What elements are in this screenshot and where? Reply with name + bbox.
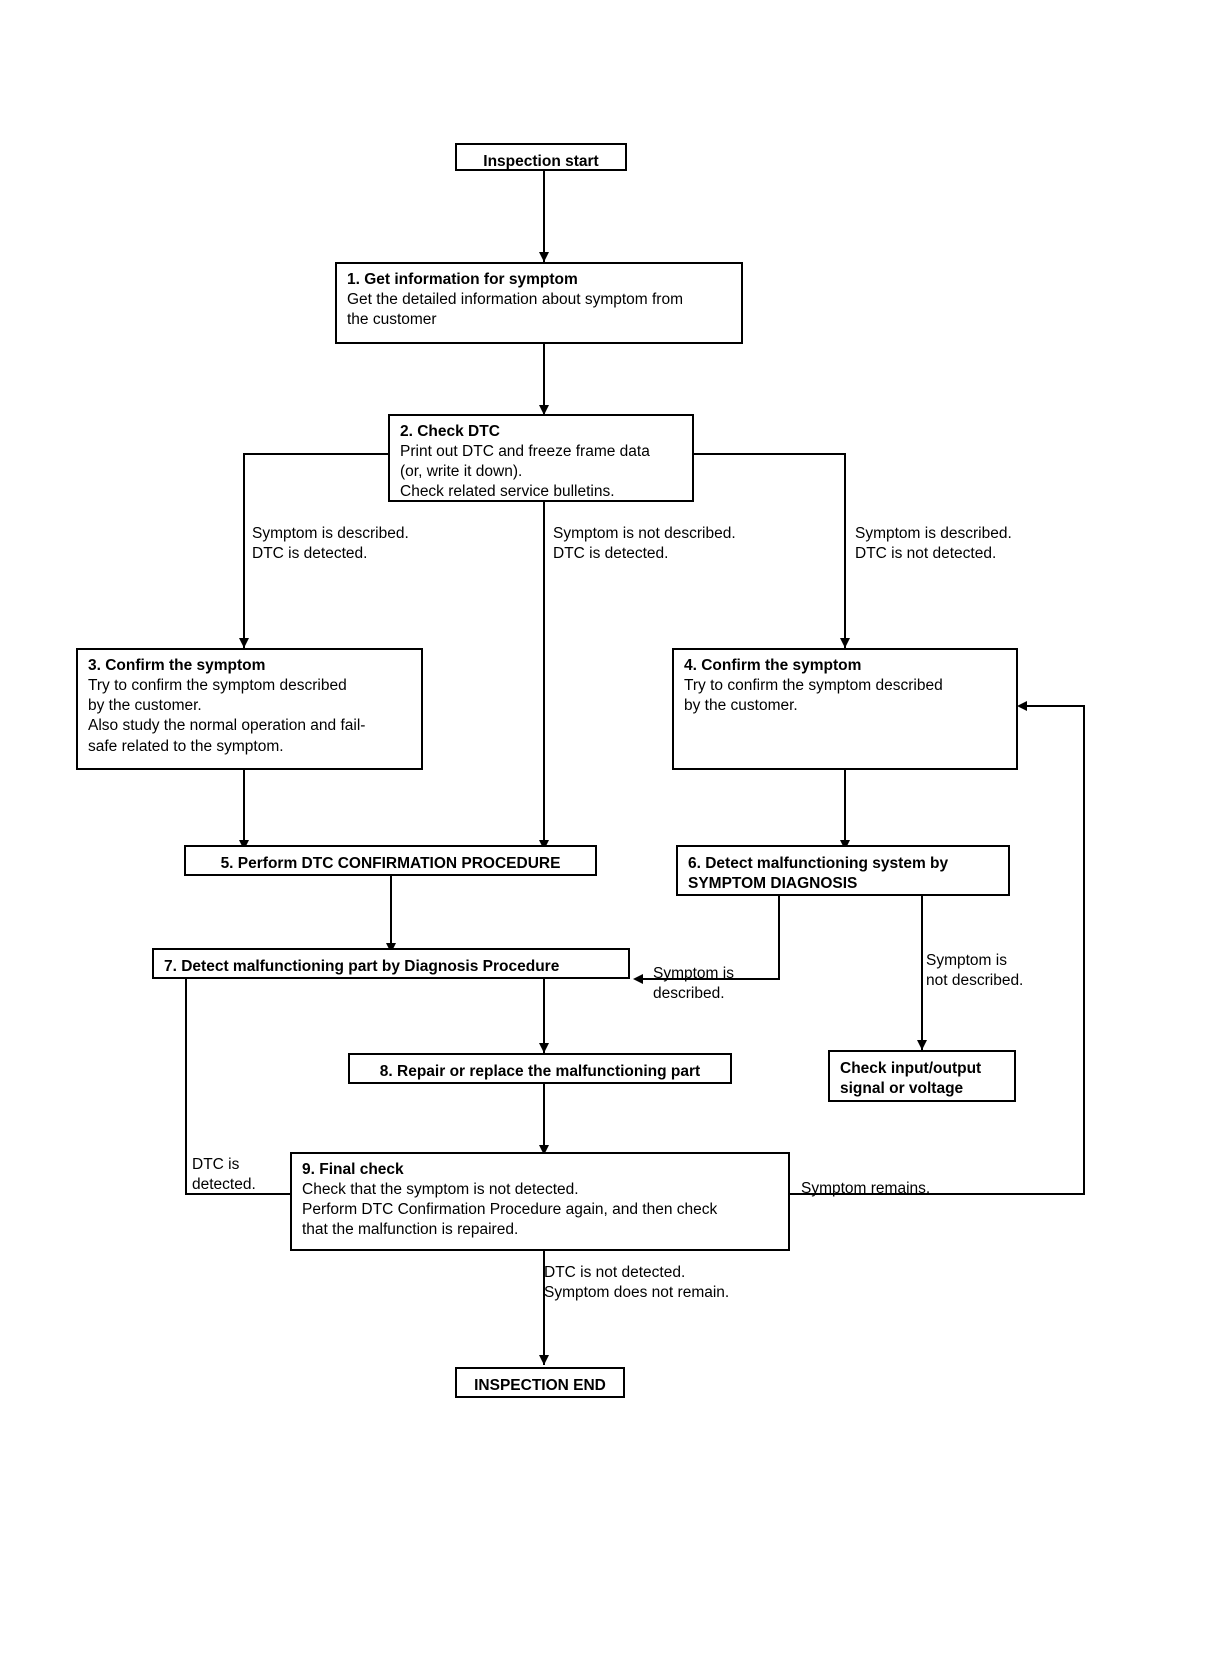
- node-inspection-start-label: Inspection start: [483, 153, 599, 170]
- connector-step9-right-horizontal: [789, 1193, 1085, 1195]
- connector-step2-mid-branch: [543, 500, 545, 850]
- node-step-1[interactable]: 1. Get information for symptom Get the d…: [335, 262, 743, 344]
- node-step-8-title: 8. Repair or replace the malfunctioning …: [379, 1063, 701, 1080]
- node-step-5[interactable]: 5. Perform DTC CONFIRMATION PROCEDURE: [184, 845, 597, 876]
- node-step-4[interactable]: 4. Confirm the symptom Try to confirm th…: [672, 648, 1018, 770]
- arrow-step7-to-step8: [539, 1043, 549, 1053]
- node-step-9-body: Check that the symptom is not detected. …: [302, 1181, 718, 1239]
- node-step-2[interactable]: 2. Check DTC Print out DTC and freeze fr…: [388, 414, 694, 502]
- arrow-step2-left-to-step3: [239, 638, 249, 648]
- node-inspection-start[interactable]: Inspection start: [455, 143, 627, 171]
- connector-step9-right-vertical: [1083, 705, 1085, 1195]
- node-step-6-title: 6. Detect malfunctioning system by SYMPT…: [688, 855, 949, 893]
- node-step-7[interactable]: 7. Detect malfunctioning part by Diagnos…: [152, 948, 630, 979]
- node-check-input-output[interactable]: Check input/output signal or voltage: [828, 1050, 1016, 1102]
- edge-label-branch-left: Symptom is described. DTC is detected.: [252, 525, 409, 563]
- node-step-3-body: Try to confirm the symptom described by …: [88, 677, 366, 755]
- node-step-4-body: Try to confirm the symptom described by …: [684, 677, 943, 715]
- node-step-1-title: 1. Get information for symptom: [347, 271, 578, 288]
- connector-step7-to-step8: [543, 978, 545, 1053]
- arrow-step6-to-check-io: [917, 1040, 927, 1050]
- connector-step6-right-vertical: [921, 895, 923, 1050]
- connector-step4-to-step6: [844, 769, 846, 850]
- node-inspection-end[interactable]: INSPECTION END: [455, 1367, 625, 1398]
- node-step-2-body: Print out DTC and freeze frame data (or,…: [400, 443, 650, 501]
- connector-step5-to-step7: [390, 875, 392, 953]
- arrow-step2-right-to-step4: [840, 638, 850, 648]
- arrow-start-to-step1: [539, 252, 549, 262]
- connector-step2-right-horizontal: [693, 453, 846, 455]
- edge-label-symptom-described: Symptom is described.: [653, 965, 734, 1003]
- edge-label-symptom-remains: Symptom remains.: [801, 1180, 931, 1197]
- connector-step8-to-step9: [543, 1083, 545, 1155]
- connector-step9-left-vertical: [185, 978, 187, 1195]
- node-step-2-title: 2. Check DTC: [400, 423, 500, 440]
- node-step-3[interactable]: 3. Confirm the symptom Try to confirm th…: [76, 648, 423, 770]
- node-step-5-title: 5. Perform DTC CONFIRMATION PROCEDURE: [220, 855, 561, 872]
- connector-step2-right-vertical: [844, 453, 846, 648]
- node-step-7-title: 7. Detect malfunctioning part by Diagnos…: [164, 958, 560, 975]
- edge-label-final-ok: DTC is not detected. Symptom does not re…: [544, 1264, 730, 1302]
- node-inspection-end-label: INSPECTION END: [474, 1377, 606, 1394]
- arrow-step6-to-step7: [633, 974, 643, 984]
- connector-to-step4-horizontal: [1027, 705, 1085, 707]
- connector-start-to-step1: [543, 170, 545, 262]
- edge-label-symptom-not-described: Symptom is not described.: [926, 952, 1024, 990]
- connector-step6-left-horizontal: [643, 978, 780, 980]
- node-step-9[interactable]: 9. Final check Check that the symptom is…: [290, 1152, 790, 1251]
- node-step-4-title: 4. Confirm the symptom: [684, 657, 862, 674]
- node-step-3-title: 3. Confirm the symptom: [88, 657, 266, 674]
- arrow-step9-to-end: [539, 1355, 549, 1365]
- connector-step1-to-step2: [543, 343, 545, 415]
- node-step-1-body: Get the detailed information about sympt…: [347, 291, 683, 329]
- connector-step9-left-horizontal: [185, 1193, 293, 1195]
- node-step-8[interactable]: 8. Repair or replace the malfunctioning …: [348, 1053, 732, 1084]
- node-step-9-title: 9. Final check: [302, 1161, 404, 1178]
- connector-step2-left-horizontal: [243, 453, 391, 455]
- node-step-6[interactable]: 6. Detect malfunctioning system by SYMPT…: [676, 845, 1010, 896]
- connector-step6-left-vertical: [778, 895, 780, 980]
- edge-label-branch-right: Symptom is described. DTC is not detecte…: [855, 525, 1012, 563]
- arrow-loopback-to-step4: [1017, 701, 1027, 711]
- arrow-step1-to-step2: [539, 405, 549, 415]
- connector-step2-left-vertical: [243, 453, 245, 648]
- arrow-step8-to-step9: [539, 1145, 549, 1155]
- edge-label-branch-mid: Symptom is not described. DTC is detecte…: [553, 525, 736, 563]
- edge-label-dtc-detected: DTC is detected.: [192, 1156, 256, 1194]
- connector-step9-to-end: [543, 1250, 545, 1365]
- node-check-input-output-title: Check input/output signal or voltage: [840, 1060, 982, 1098]
- connector-step3-to-step5: [243, 769, 245, 850]
